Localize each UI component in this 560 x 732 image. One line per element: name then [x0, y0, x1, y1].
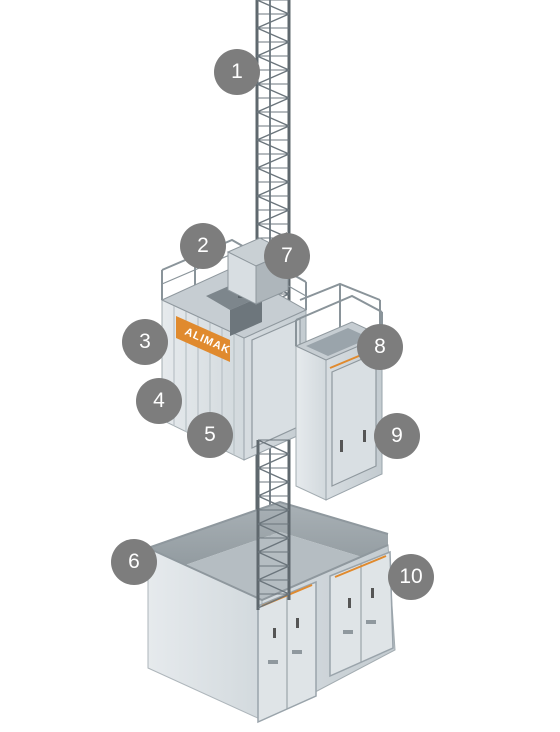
callout-9-label: 9 [391, 424, 403, 447]
callout-4-label: 4 [153, 389, 165, 412]
callout-4: 4 [136, 378, 182, 424]
callout-8: 8 [357, 324, 403, 370]
callout-5-label: 5 [204, 423, 216, 446]
callout-9: 9 [374, 413, 420, 459]
callout-3-label: 3 [139, 330, 151, 353]
callout-7: 7 [264, 233, 310, 279]
callout-6-label: 6 [128, 550, 140, 573]
base-enclosure [147, 500, 396, 724]
callout-8-label: 8 [374, 335, 386, 358]
callout-1-label: 1 [231, 60, 243, 83]
secondary-cage [294, 282, 384, 501]
callout-5: 5 [187, 412, 233, 458]
callout-10-label: 10 [399, 565, 423, 588]
callout-2-label: 2 [197, 234, 209, 257]
callout-7-label: 7 [281, 244, 293, 267]
callout-2: 2 [180, 223, 226, 269]
callout-10: 10 [388, 554, 434, 600]
callout-6: 6 [111, 539, 157, 585]
callout-1: 1 [214, 49, 260, 95]
callout-3: 3 [122, 319, 168, 365]
mast-lower [256, 439, 291, 610]
